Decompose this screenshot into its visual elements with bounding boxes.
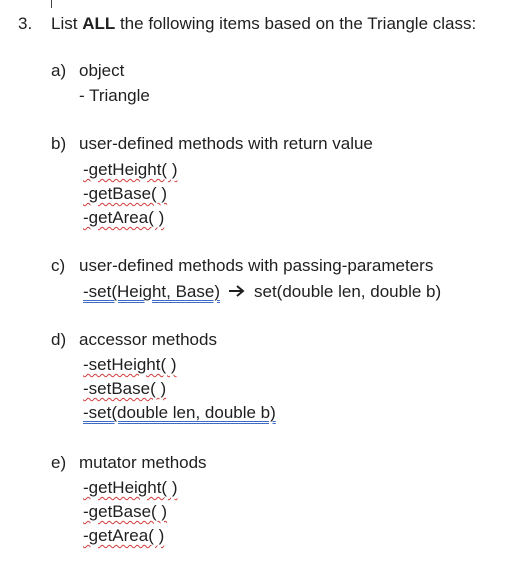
section-d-item-3: -set(double len, double b) (83, 403, 276, 423)
section-c-item-1: -set(Height, Base) set(double len, double… (83, 282, 441, 302)
question-text-bold: ALL (82, 14, 116, 33)
section-a-item-1: - Triangle (79, 86, 150, 105)
section-c-left-text: -set(Height, Base) (83, 282, 220, 301)
section-b-item-3-text: -getArea( ) (83, 208, 165, 227)
section-e-item-3-text: -getArea( ) (83, 526, 165, 545)
section-e-item-3: -getArea( ) (83, 526, 164, 546)
question-number: 3. (18, 14, 33, 33)
section-e-heading: mutator methods (79, 453, 207, 472)
section-d-marker: d) (51, 330, 67, 349)
section-c-right-text: set(double len, double b) (254, 282, 442, 301)
section-d-item-2: -setBase( ) (83, 379, 166, 399)
text-cursor (51, 0, 52, 8)
right-arrow-icon (229, 285, 245, 297)
section-e-item-2: -getBase( ) (83, 502, 167, 522)
question-text: List ALL the following items based on th… (51, 14, 476, 34)
section-b-item-2: -getBase( ) (83, 184, 167, 204)
section-b-item-1-text: -getHeight( ) (83, 160, 178, 179)
section-b-item-3: -getArea( ) (83, 208, 164, 228)
section-a-heading: object (79, 61, 125, 80)
section-c-marker: c) (51, 256, 66, 275)
section-d-item-1: -setHeight( ) (83, 355, 177, 375)
section-b-heading: user-defined methods with return value (79, 134, 373, 153)
section-c-heading: user-defined methods with passing-parame… (79, 256, 434, 275)
section-b-marker: b) (51, 134, 67, 153)
section-e-marker: e) (51, 453, 67, 472)
section-d-heading: accessor methods (79, 330, 217, 349)
section-b-item-2-text: -getBase( ) (83, 184, 168, 203)
section-d-item-1-text: -setHeight( ) (83, 355, 177, 374)
section-d-item-3-text: -set(double len, double b) (83, 403, 276, 422)
section-a-marker: a) (51, 61, 67, 80)
section-e-item-2-text: -getBase( ) (83, 502, 168, 521)
section-b-item-1: -getHeight( ) (83, 160, 177, 180)
section-e-item-1: -getHeight( ) (83, 478, 177, 498)
question-text-end: the following items based on the Triangl… (115, 14, 477, 33)
section-d-item-2-text: -setBase( ) (83, 379, 167, 398)
question-text-start: List (51, 14, 83, 33)
section-e-item-1-text: -getHeight( ) (83, 478, 178, 497)
